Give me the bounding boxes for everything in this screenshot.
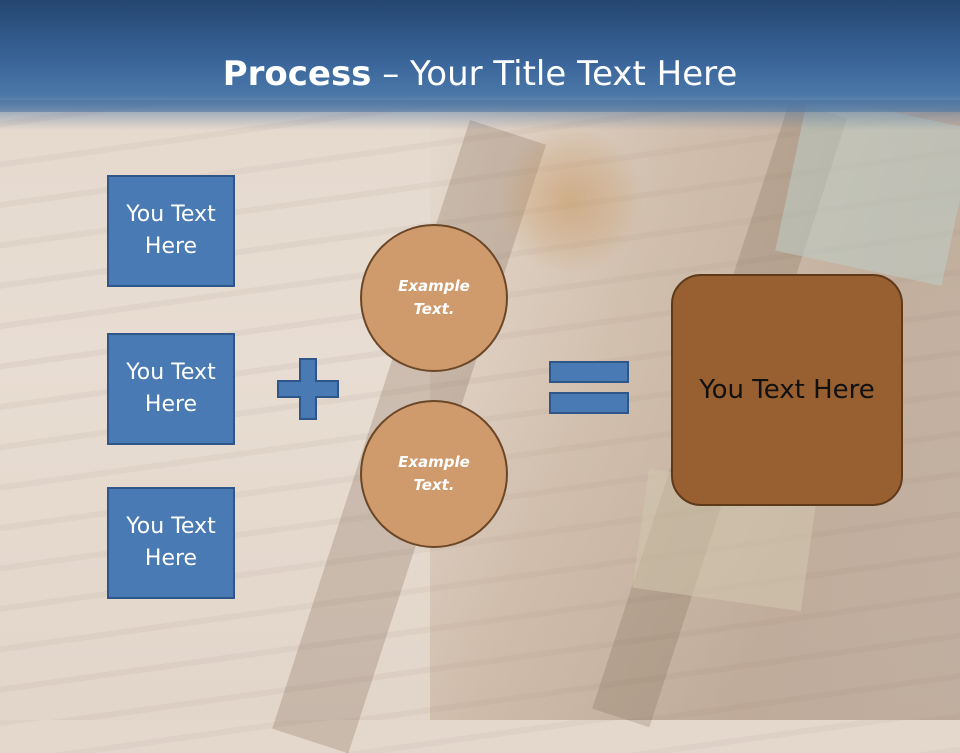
input-box-label: You Text Here	[126, 202, 216, 259]
starfish-decoration	[490, 120, 650, 280]
input-box-label: You Text Here	[126, 360, 216, 417]
title-bold: Process	[222, 54, 372, 94]
header-fade	[0, 100, 960, 130]
result-label: You Text Here	[699, 375, 875, 405]
input-box-3[interactable]: You Text Here	[107, 487, 235, 599]
result-box[interactable]: You Text Here	[671, 274, 903, 506]
example-circle-1[interactable]: Example Text.	[360, 224, 508, 372]
example-circle-label: Example Text.	[398, 277, 470, 318]
example-circle-2[interactable]: Example Text.	[360, 400, 508, 548]
input-box-2[interactable]: You Text Here	[107, 333, 235, 445]
header-band	[0, 0, 960, 112]
input-box-label: You Text Here	[126, 514, 216, 571]
slide-title: Process – Your Title Text Here	[0, 52, 960, 96]
example-circle-label: Example Text.	[398, 453, 470, 494]
input-box-1[interactable]: You Text Here	[107, 175, 235, 287]
equals-icon	[549, 361, 629, 414]
plus-icon	[277, 358, 339, 420]
title-rest: – Your Title Text Here	[371, 54, 738, 94]
